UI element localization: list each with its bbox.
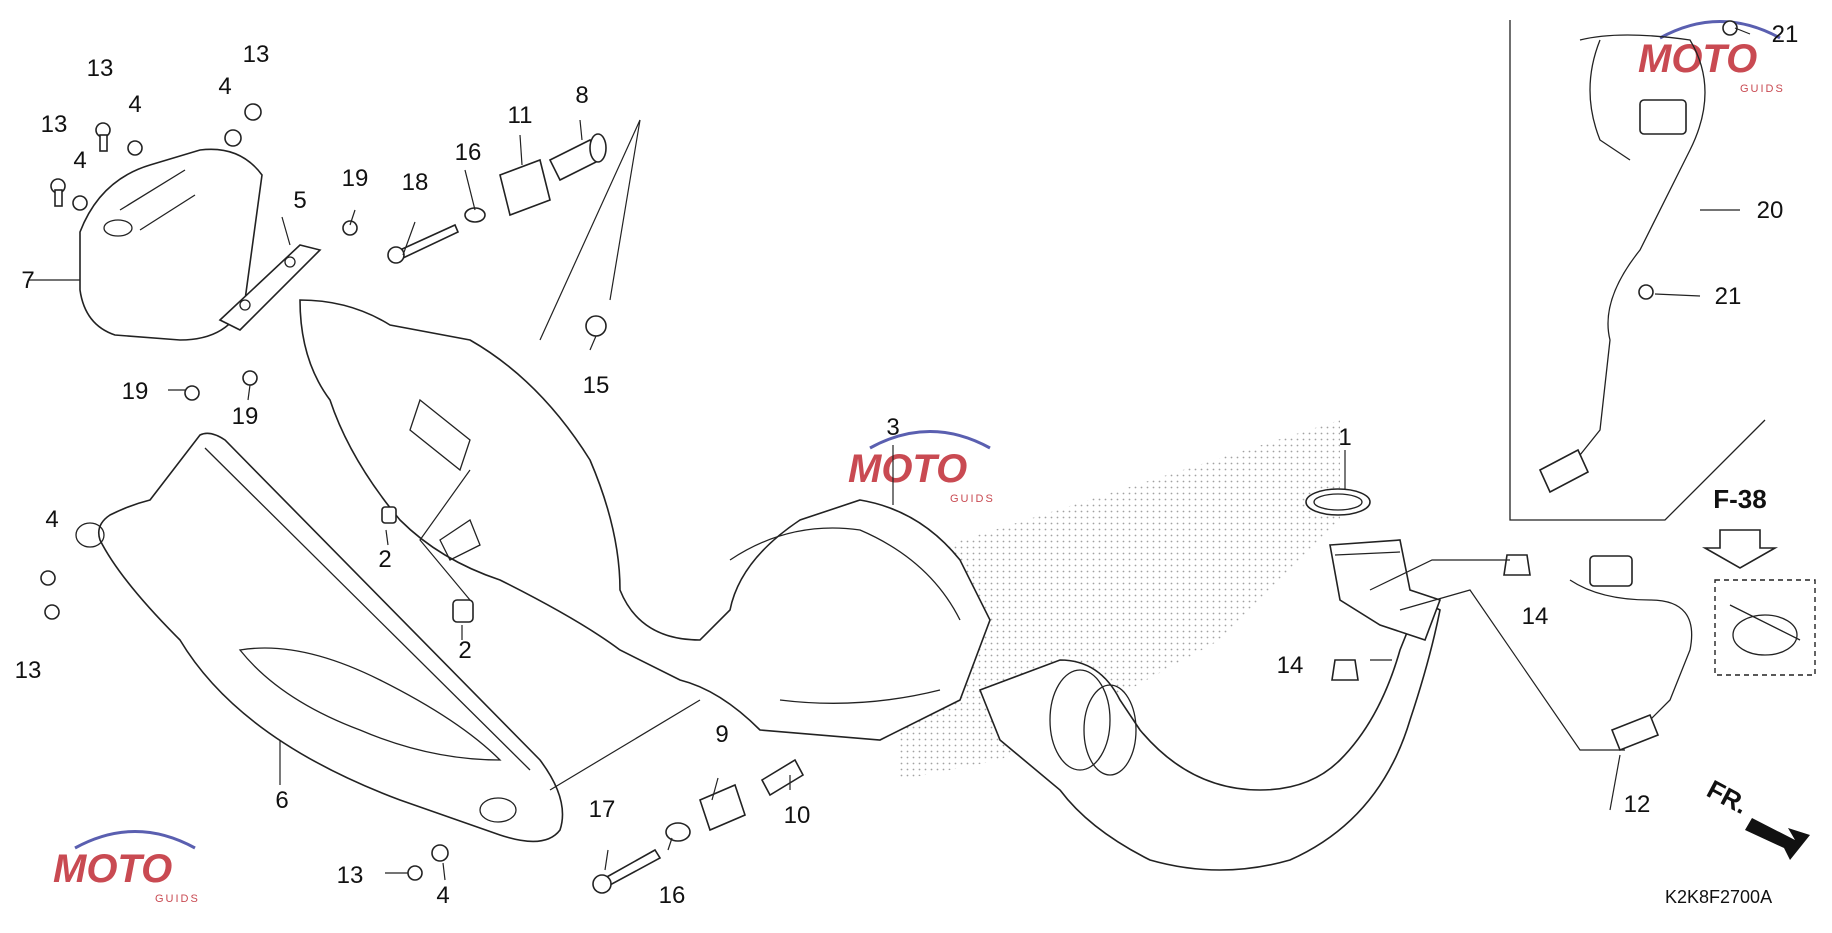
leader-lines [28, 27, 1751, 881]
callout-14: 14 [1522, 603, 1549, 630]
part-exhaust-pipe [978, 598, 1441, 871]
callout-19: 19 [232, 403, 259, 430]
callout-19: 19 [342, 165, 369, 192]
callout-20: 20 [1757, 197, 1784, 224]
exhaust-joint-flange [1329, 539, 1442, 642]
callout-5: 5 [293, 187, 306, 214]
front-label: FR. [1702, 774, 1753, 820]
part-6-side-cover [75, 432, 564, 843]
callout-18: 18 [402, 169, 429, 196]
callout-1: 1 [1338, 424, 1351, 451]
callout-13: 13 [337, 862, 364, 889]
section-ref-label: F-38 [1713, 484, 1766, 514]
callout-16: 16 [455, 139, 482, 166]
callout-4: 4 [218, 73, 231, 100]
callout-4: 4 [45, 506, 58, 533]
watermark-subtext: GUIDS [155, 893, 200, 905]
watermark-subtext: GUIDS [1740, 83, 1785, 95]
watermark-text: MOTO [848, 447, 967, 491]
watermark-text: MOTO [53, 847, 172, 891]
callout-2: 2 [458, 637, 471, 664]
callout-12: 12 [1624, 791, 1651, 818]
callout-9: 9 [715, 721, 728, 748]
watermark-center: MOTO GUIDS [848, 430, 995, 505]
part-7-upper-cover [79, 148, 263, 341]
part-12-sensor [1569, 555, 1693, 752]
callout-7: 7 [21, 267, 34, 294]
callout-4: 4 [128, 91, 141, 118]
callout-2: 2 [378, 546, 391, 573]
callout-8: 8 [575, 82, 588, 109]
callout-4: 4 [436, 882, 449, 909]
callout-4: 4 [73, 147, 86, 174]
callout-13: 13 [15, 657, 42, 684]
front-arrow: FR. [1702, 774, 1810, 860]
watermark-text: MOTO [1638, 37, 1757, 81]
callout-13: 13 [41, 111, 68, 138]
watermark-bottom-left: MOTO GUIDS [53, 830, 200, 905]
inset-panel [1509, 20, 1766, 521]
watermark-top-right: MOTO GUIDS [1638, 20, 1785, 95]
callout-21: 21 [1772, 21, 1799, 48]
callout-10: 10 [784, 802, 811, 829]
callout-3: 3 [886, 414, 899, 441]
f38-reference: F-38 [1701, 484, 1816, 676]
part-5-bracket [218, 244, 322, 331]
callout-19: 19 [122, 378, 149, 405]
callout-15: 15 [583, 372, 610, 399]
part-3-muffler [299, 299, 991, 741]
callout-16: 16 [659, 882, 686, 909]
callout-14: 14 [1277, 652, 1304, 679]
part-1-gasket [1305, 488, 1371, 516]
callout-17: 17 [589, 796, 616, 823]
callout-21: 21 [1715, 283, 1742, 310]
reference-code: K2K8F2700A [1665, 887, 1772, 907]
watermark-subtext: GUIDS [950, 493, 995, 505]
callout-11: 11 [508, 102, 533, 129]
callouts: 1 2 2 3 4 4 4 4 4 5 6 7 8 9 10 11 12 13 … [15, 21, 1799, 909]
hardware-group [40, 103, 1531, 894]
callout-13: 13 [87, 55, 114, 82]
callout-6: 6 [275, 787, 288, 814]
callout-13: 13 [243, 41, 270, 68]
clamp-box [1714, 579, 1816, 676]
